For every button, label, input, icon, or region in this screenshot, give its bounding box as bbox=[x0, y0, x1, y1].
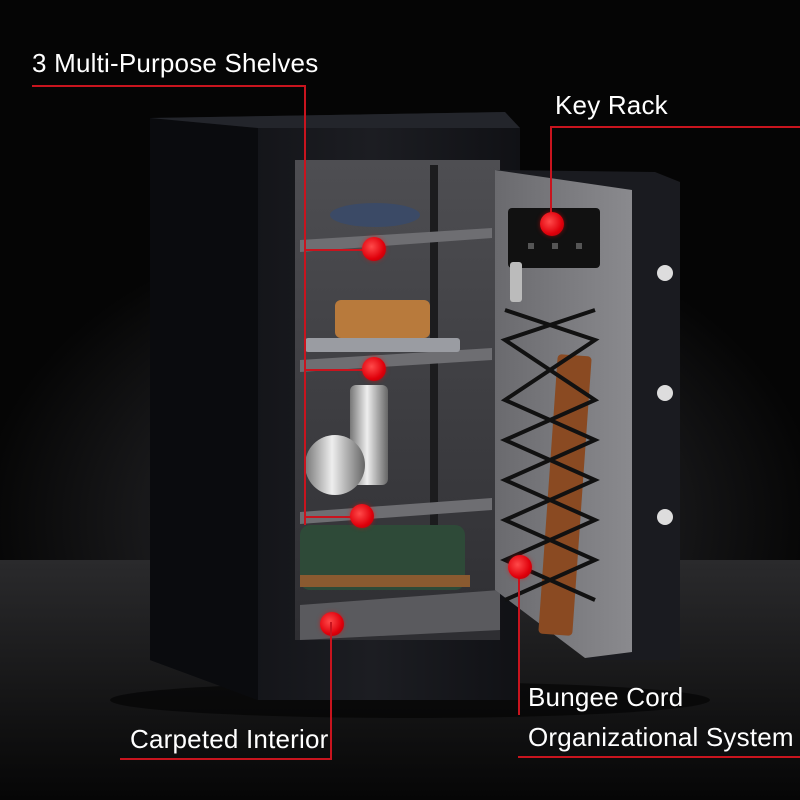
safe-door bbox=[495, 170, 680, 660]
shelf-marker-dot bbox=[350, 504, 374, 528]
callout-carpet-leader bbox=[330, 622, 332, 760]
callout-carpet-label: Carpeted Interior bbox=[130, 724, 329, 754]
safe-floor-carpet bbox=[300, 590, 500, 640]
locking-bolt bbox=[657, 265, 673, 281]
shelf-top bbox=[300, 228, 492, 252]
shelf-marker-dot bbox=[362, 237, 386, 261]
safe-interior bbox=[295, 160, 500, 640]
callout-bungee-label-line1: Bungee Cord bbox=[528, 682, 684, 712]
teapot bbox=[305, 435, 365, 495]
callout-carpet-underline bbox=[120, 758, 332, 760]
key-rack-marker-dot bbox=[540, 212, 564, 236]
bungee-marker-dot bbox=[508, 555, 532, 579]
locking-bolt bbox=[657, 385, 673, 401]
callout-key-rack-underline bbox=[550, 126, 800, 128]
callout-shelves-leader bbox=[304, 85, 306, 525]
key-rack bbox=[508, 208, 600, 268]
callout-key-rack-leader bbox=[550, 126, 552, 226]
callout-bungee-label-line2: Organizational System bbox=[528, 722, 794, 752]
leather-pouch bbox=[335, 300, 430, 338]
callout-shelves-underline bbox=[32, 85, 305, 87]
callout-shelf-connector bbox=[304, 516, 362, 518]
shelf-middle bbox=[300, 348, 492, 372]
callout-shelves-label: 3 Multi-Purpose Shelves bbox=[32, 48, 319, 78]
key bbox=[510, 262, 522, 302]
callout-bungee-leader bbox=[518, 565, 520, 715]
laptop bbox=[305, 338, 460, 352]
callout-key-rack-label: Key Rack bbox=[555, 90, 668, 120]
shelf-marker-dot bbox=[362, 357, 386, 381]
callout-shelf-connector bbox=[304, 249, 374, 251]
callout-shelf-connector bbox=[304, 369, 374, 371]
carpet-marker-dot bbox=[320, 612, 344, 636]
jewelry-item bbox=[330, 203, 420, 227]
duffel-bag bbox=[300, 525, 465, 590]
locking-bolt bbox=[657, 509, 673, 525]
callout-bungee-underline bbox=[518, 756, 800, 758]
